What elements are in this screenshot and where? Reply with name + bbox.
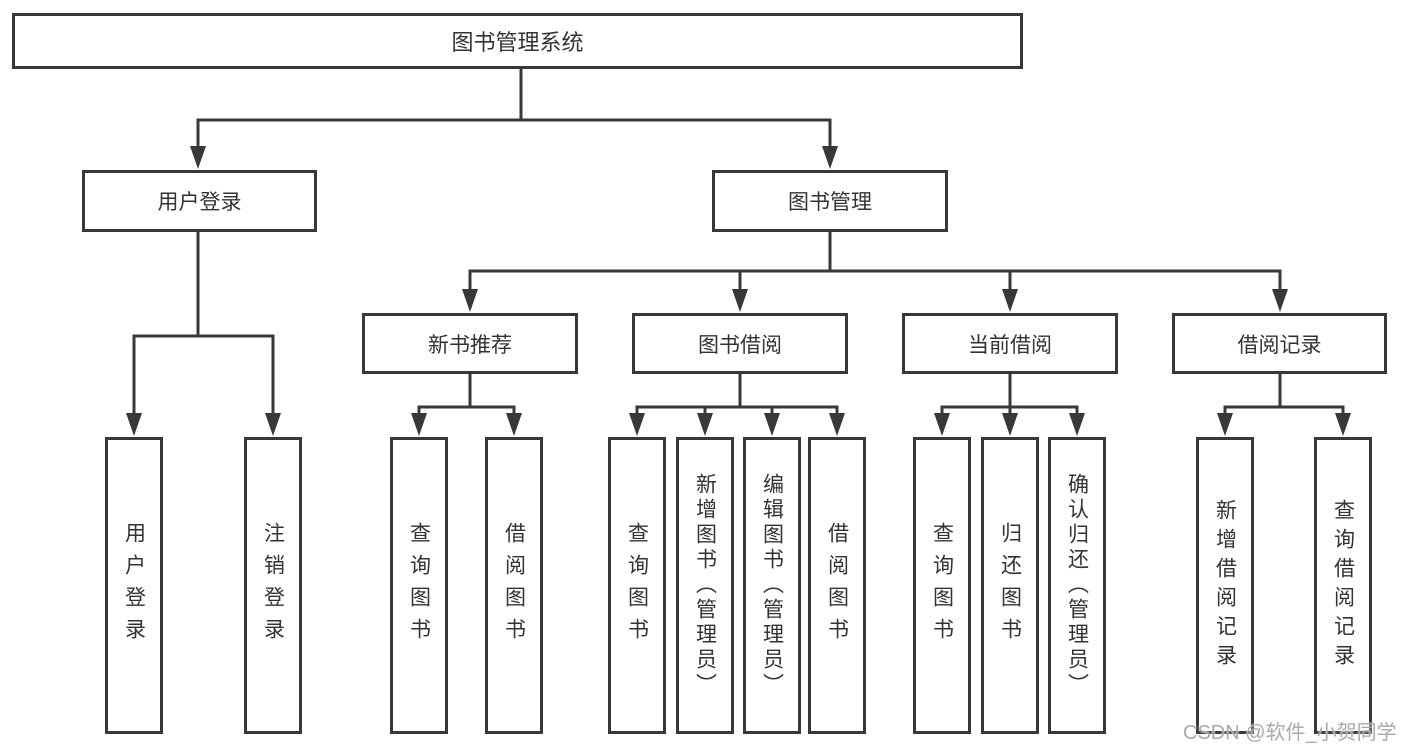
node-label: 借阅记录 <box>1237 333 1322 357</box>
leaf-label: 新增借阅记录 <box>1213 498 1237 673</box>
leaf-logout: 注销登录 <box>244 437 302 734</box>
leaf-label: 借阅图书 <box>502 521 526 650</box>
node-root-system: 图书管理系统 <box>12 13 1023 69</box>
leaf-label: 归还图书 <box>998 521 1022 650</box>
watermark: CSDN @软件_小贺同学 <box>1183 722 1397 744</box>
arrowhead-icons <box>126 146 1351 436</box>
node-label: 当前借阅 <box>968 333 1052 357</box>
node-user-login: 用户登录 <box>82 170 317 232</box>
node-label: 图书借阅 <box>698 333 782 357</box>
leaf-user-login: 用户登录 <box>105 437 163 734</box>
leaf-query-books: 查询图书 <box>913 437 971 734</box>
node-new-book-recommend: 新书推荐 <box>362 313 578 374</box>
leaf-return-books: 归还图书 <box>981 437 1039 734</box>
leaf-label: 确认归还（管理员） <box>1065 473 1089 698</box>
leaf-label: 新增图书（管理员） <box>693 473 717 698</box>
node-root-label: 图书管理系统 <box>451 30 584 55</box>
leaf-query-books: 查询图书 <box>390 437 448 734</box>
node-book-management: 图书管理 <box>712 170 948 232</box>
leaf-label: 查询图书 <box>930 521 954 650</box>
node-label: 用户登录 <box>157 191 242 214</box>
leaf-add-borrow-record: 新增借阅记录 <box>1196 437 1254 734</box>
leaf-label: 查询借阅记录 <box>1331 498 1355 673</box>
leaf-label: 查询图书 <box>407 521 431 650</box>
leaf-confirm-return-admin: 确认归还（管理员） <box>1048 437 1106 734</box>
leaf-label: 查询图书 <box>625 521 649 650</box>
leaf-label: 编辑图书（管理员） <box>760 473 784 698</box>
node-book-borrowing: 图书借阅 <box>632 313 848 374</box>
node-label: 图书管理 <box>788 191 872 214</box>
leaf-query-books: 查询图书 <box>608 437 666 734</box>
leaf-query-borrow-record: 查询借阅记录 <box>1314 437 1372 734</box>
node-label: 新书推荐 <box>428 333 512 357</box>
leaf-add-books-admin: 新增图书（管理员） <box>676 437 734 734</box>
leaf-borrow-books: 借阅图书 <box>808 437 866 734</box>
leaf-borrow-books: 借阅图书 <box>485 437 543 734</box>
leaf-edit-books-admin: 编辑图书（管理员） <box>743 437 801 734</box>
node-borrowing-records: 借阅记录 <box>1172 313 1387 374</box>
leaf-label: 借阅图书 <box>825 521 849 650</box>
node-current-borrowing: 当前借阅 <box>902 313 1118 374</box>
leaf-label: 注销登录 <box>261 521 285 650</box>
leaf-label: 用户登录 <box>122 521 146 650</box>
